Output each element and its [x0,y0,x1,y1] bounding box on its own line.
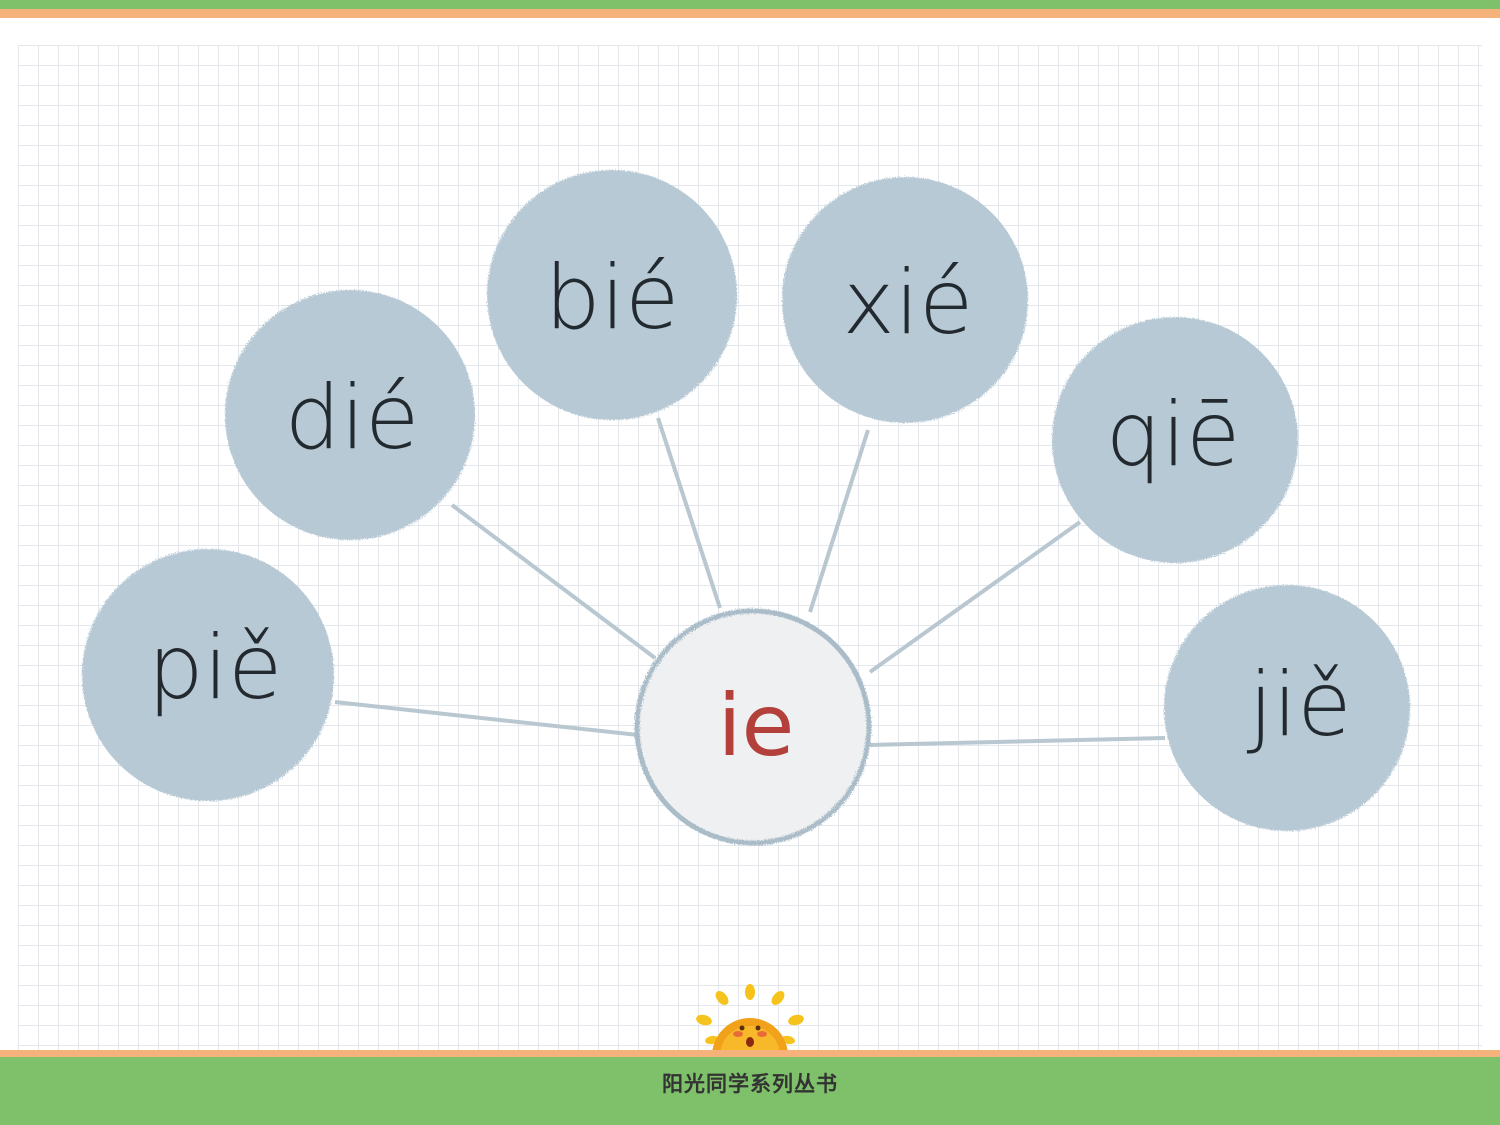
node-pie-label: piě [148,616,282,719]
center-node-circle [634,608,872,846]
node-jie: jiě [1164,585,1410,831]
node-pie: piě [82,549,334,801]
node-qie: qiē [1052,317,1298,563]
connector-xie [808,429,870,613]
center-node-label: ie [718,676,795,776]
sun-mascot-icon [696,984,804,1056]
bottom-bar-orange [0,1050,1500,1057]
node-jie-circle [1164,585,1410,831]
node-qie-circle [1052,317,1298,563]
node-bie-label: bié [545,246,679,349]
node-die: dié [225,290,475,540]
node-jie-label: jiě [1246,653,1351,756]
connector-jie [869,736,1166,747]
node-xie-label: xié [843,251,974,354]
node-bie: bié [487,170,737,420]
footer-series-title: 阳光同学系列丛书 [662,1072,838,1096]
connector-pie [334,700,639,737]
connectors [334,417,1166,747]
node-die-label: dié [285,366,419,469]
center-node: ie [634,608,872,846]
node-qie-label: qiē [1106,383,1240,486]
node-die-circle [225,290,475,540]
node-xie-circle [782,177,1028,423]
bottom-bar-green [0,1057,1500,1125]
top-bar-green [0,0,1500,9]
connector-die [450,503,657,660]
grid-background [18,45,1482,1050]
node-bie-circle [487,170,737,420]
node-pie-circle [82,549,334,801]
top-bar-orange [0,9,1500,18]
connector-bie [656,417,722,609]
node-xie: xié [782,177,1028,423]
connector-qie [868,520,1082,674]
